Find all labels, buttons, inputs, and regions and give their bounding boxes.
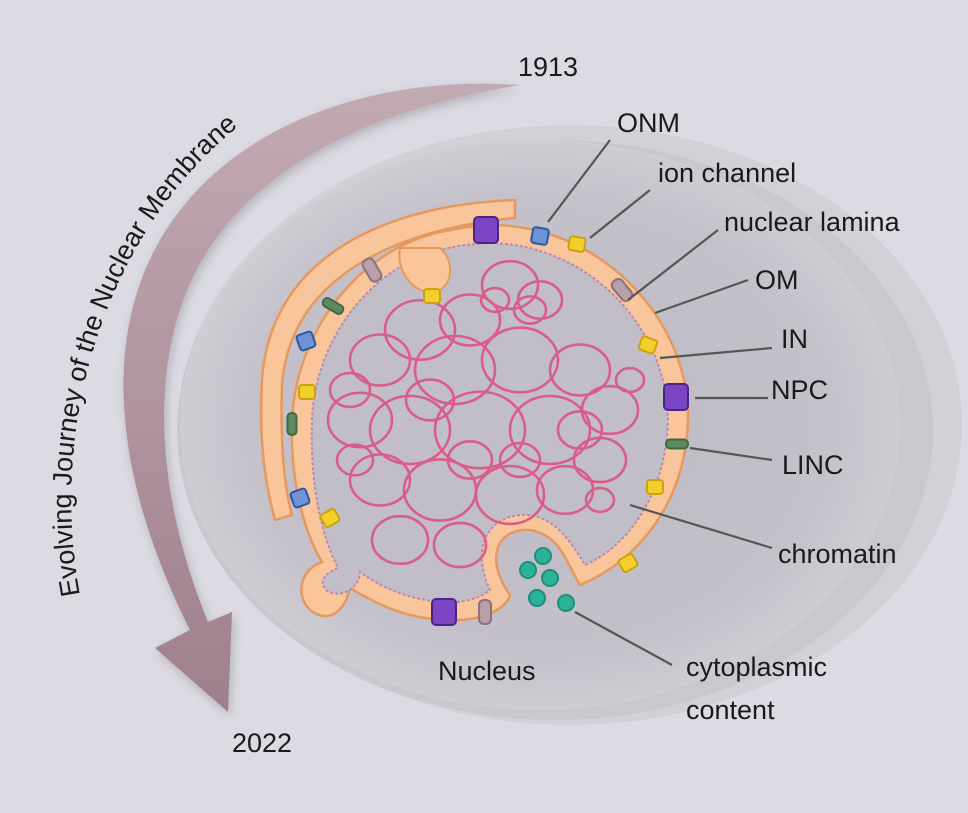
- label-in: IN: [781, 324, 808, 354]
- blue-protein: [295, 330, 317, 352]
- chromatin-loop: [556, 409, 604, 450]
- npc-protein: [473, 216, 499, 244]
- npc-protein: [663, 383, 689, 411]
- blue-protein: [530, 226, 550, 246]
- cytoplasmic-particle: [541, 569, 559, 587]
- grey-protein: [361, 257, 383, 283]
- blue-protein: [289, 487, 311, 509]
- endoplasmic-arc: [259, 198, 517, 522]
- ion-channel-protein: [319, 508, 341, 528]
- chromatin-loop: [433, 390, 527, 470]
- cytoplasmic-particles: [519, 547, 575, 612]
- chromatin-loop: [480, 326, 560, 394]
- leader-om: [654, 278, 749, 315]
- ion-channel-protein: [423, 288, 441, 304]
- membrane-proteins: [286, 216, 689, 626]
- label-chromatin: chromatin: [778, 539, 897, 569]
- ion-channel-protein: [567, 235, 587, 253]
- label-npc: NPC: [771, 375, 828, 405]
- chromatin-loop: [413, 334, 497, 406]
- chromatin-loop: [474, 464, 546, 526]
- leader-linc: [689, 446, 773, 462]
- chromatin-loop: [348, 453, 412, 507]
- linc-protein: [321, 297, 345, 315]
- chromatin-loop: [370, 514, 430, 566]
- chromatin-loop: [446, 439, 494, 480]
- chromatin-mass: [326, 259, 646, 569]
- chromatin-loop: [348, 333, 412, 387]
- label-nucleus: Nucleus: [438, 656, 536, 686]
- label-om: OM: [755, 265, 799, 295]
- timeline-arrow: [123, 83, 521, 713]
- npc-protein: [431, 598, 457, 626]
- chromatin-loop: [479, 286, 511, 314]
- chromatin-loop: [548, 343, 612, 397]
- chromatin-loop: [480, 259, 540, 311]
- chromatin-loop: [328, 371, 372, 409]
- chromatin-loop: [383, 298, 457, 362]
- year-start: 1913: [518, 52, 578, 82]
- leader-cytoplasmic: [574, 611, 673, 666]
- ion-channel-protein: [646, 479, 664, 495]
- leader-onm: [547, 139, 611, 223]
- linc-protein: [665, 438, 689, 450]
- ion-channel-protein: [637, 335, 659, 355]
- cytoplasmic-particle: [557, 594, 575, 612]
- chromatin-loop: [368, 394, 452, 466]
- chromatin-loop: [512, 295, 548, 325]
- chromatin-loop: [438, 293, 502, 347]
- chromatin-loop: [404, 378, 456, 422]
- chromatin-loop: [335, 443, 375, 477]
- label-cytoplasmic-1: cytoplasmic: [686, 652, 827, 682]
- linc-protein: [286, 412, 298, 436]
- leader-ion-channel: [589, 189, 651, 239]
- cytoplasmic-particle: [519, 561, 537, 579]
- label-linc: LINC: [782, 450, 844, 480]
- label-cytoplasmic-2: content: [686, 695, 775, 725]
- leader-chromatin: [629, 503, 773, 550]
- cytoplasmic-particle: [534, 547, 552, 565]
- leader-in: [659, 346, 773, 360]
- label-onm: ONM: [617, 108, 680, 138]
- label-nuclear-lamina: nuclear lamina: [724, 207, 901, 237]
- year-end: 2022: [232, 728, 292, 758]
- ion-channel-protein: [298, 384, 316, 400]
- chromatin-loop: [614, 366, 646, 394]
- leader-nuclear-lamina: [627, 229, 719, 301]
- label-ion-channel: ion channel: [658, 158, 796, 188]
- cytoplasmic-particle: [528, 589, 546, 607]
- ion-channel-protein: [617, 553, 639, 573]
- chromatin-loop: [508, 394, 592, 466]
- grey-protein: [478, 599, 492, 625]
- chromatin-loop: [498, 441, 542, 479]
- chromatin-loop: [326, 391, 394, 449]
- chromatin-loop: [584, 486, 616, 514]
- chromatin-loop: [432, 521, 488, 569]
